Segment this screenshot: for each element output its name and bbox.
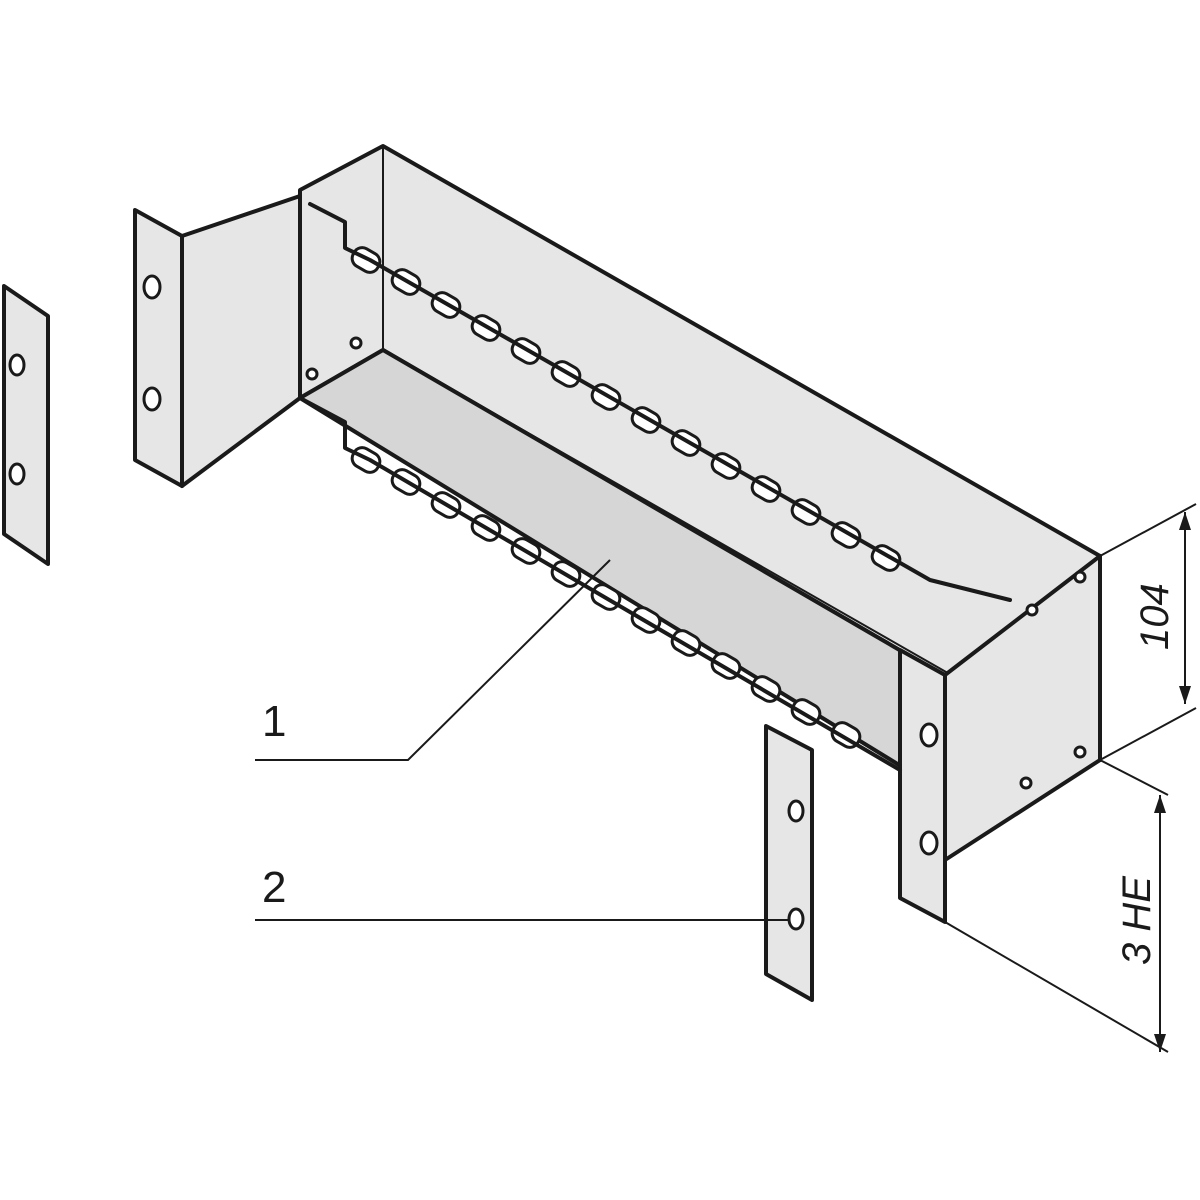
flange-hole [919, 722, 939, 748]
loose-mounting-strip-front [764, 724, 814, 1002]
callout-1: 1 [255, 559, 611, 761]
flange-hole [919, 830, 939, 856]
callout-label-1: 1 [262, 697, 286, 746]
strip-hole [8, 353, 26, 377]
lower-cable-comb [298, 396, 902, 772]
left-side-wing [180, 194, 302, 488]
flange-hole [142, 274, 162, 300]
left-front-flange [133, 208, 184, 488]
strip-hole [787, 799, 805, 823]
dimension-height: 3 HE [944, 759, 1169, 1053]
flange-hole [142, 386, 162, 412]
right-front-flange [898, 648, 947, 924]
strip-hole [8, 462, 26, 486]
rack-tray-body [133, 144, 1102, 924]
dimension-depth-label: 104 [1133, 583, 1177, 650]
loose-mounting-strip-left [2, 284, 50, 566]
strip-hole [787, 907, 805, 931]
dimension-depth: 104 [1099, 503, 1197, 761]
upper-cable-comb [308, 202, 1012, 602]
callout-label-2: 2 [262, 863, 286, 912]
callout-2: 2 [255, 863, 790, 921]
dimension-height-label: 3 HE [1115, 875, 1159, 965]
